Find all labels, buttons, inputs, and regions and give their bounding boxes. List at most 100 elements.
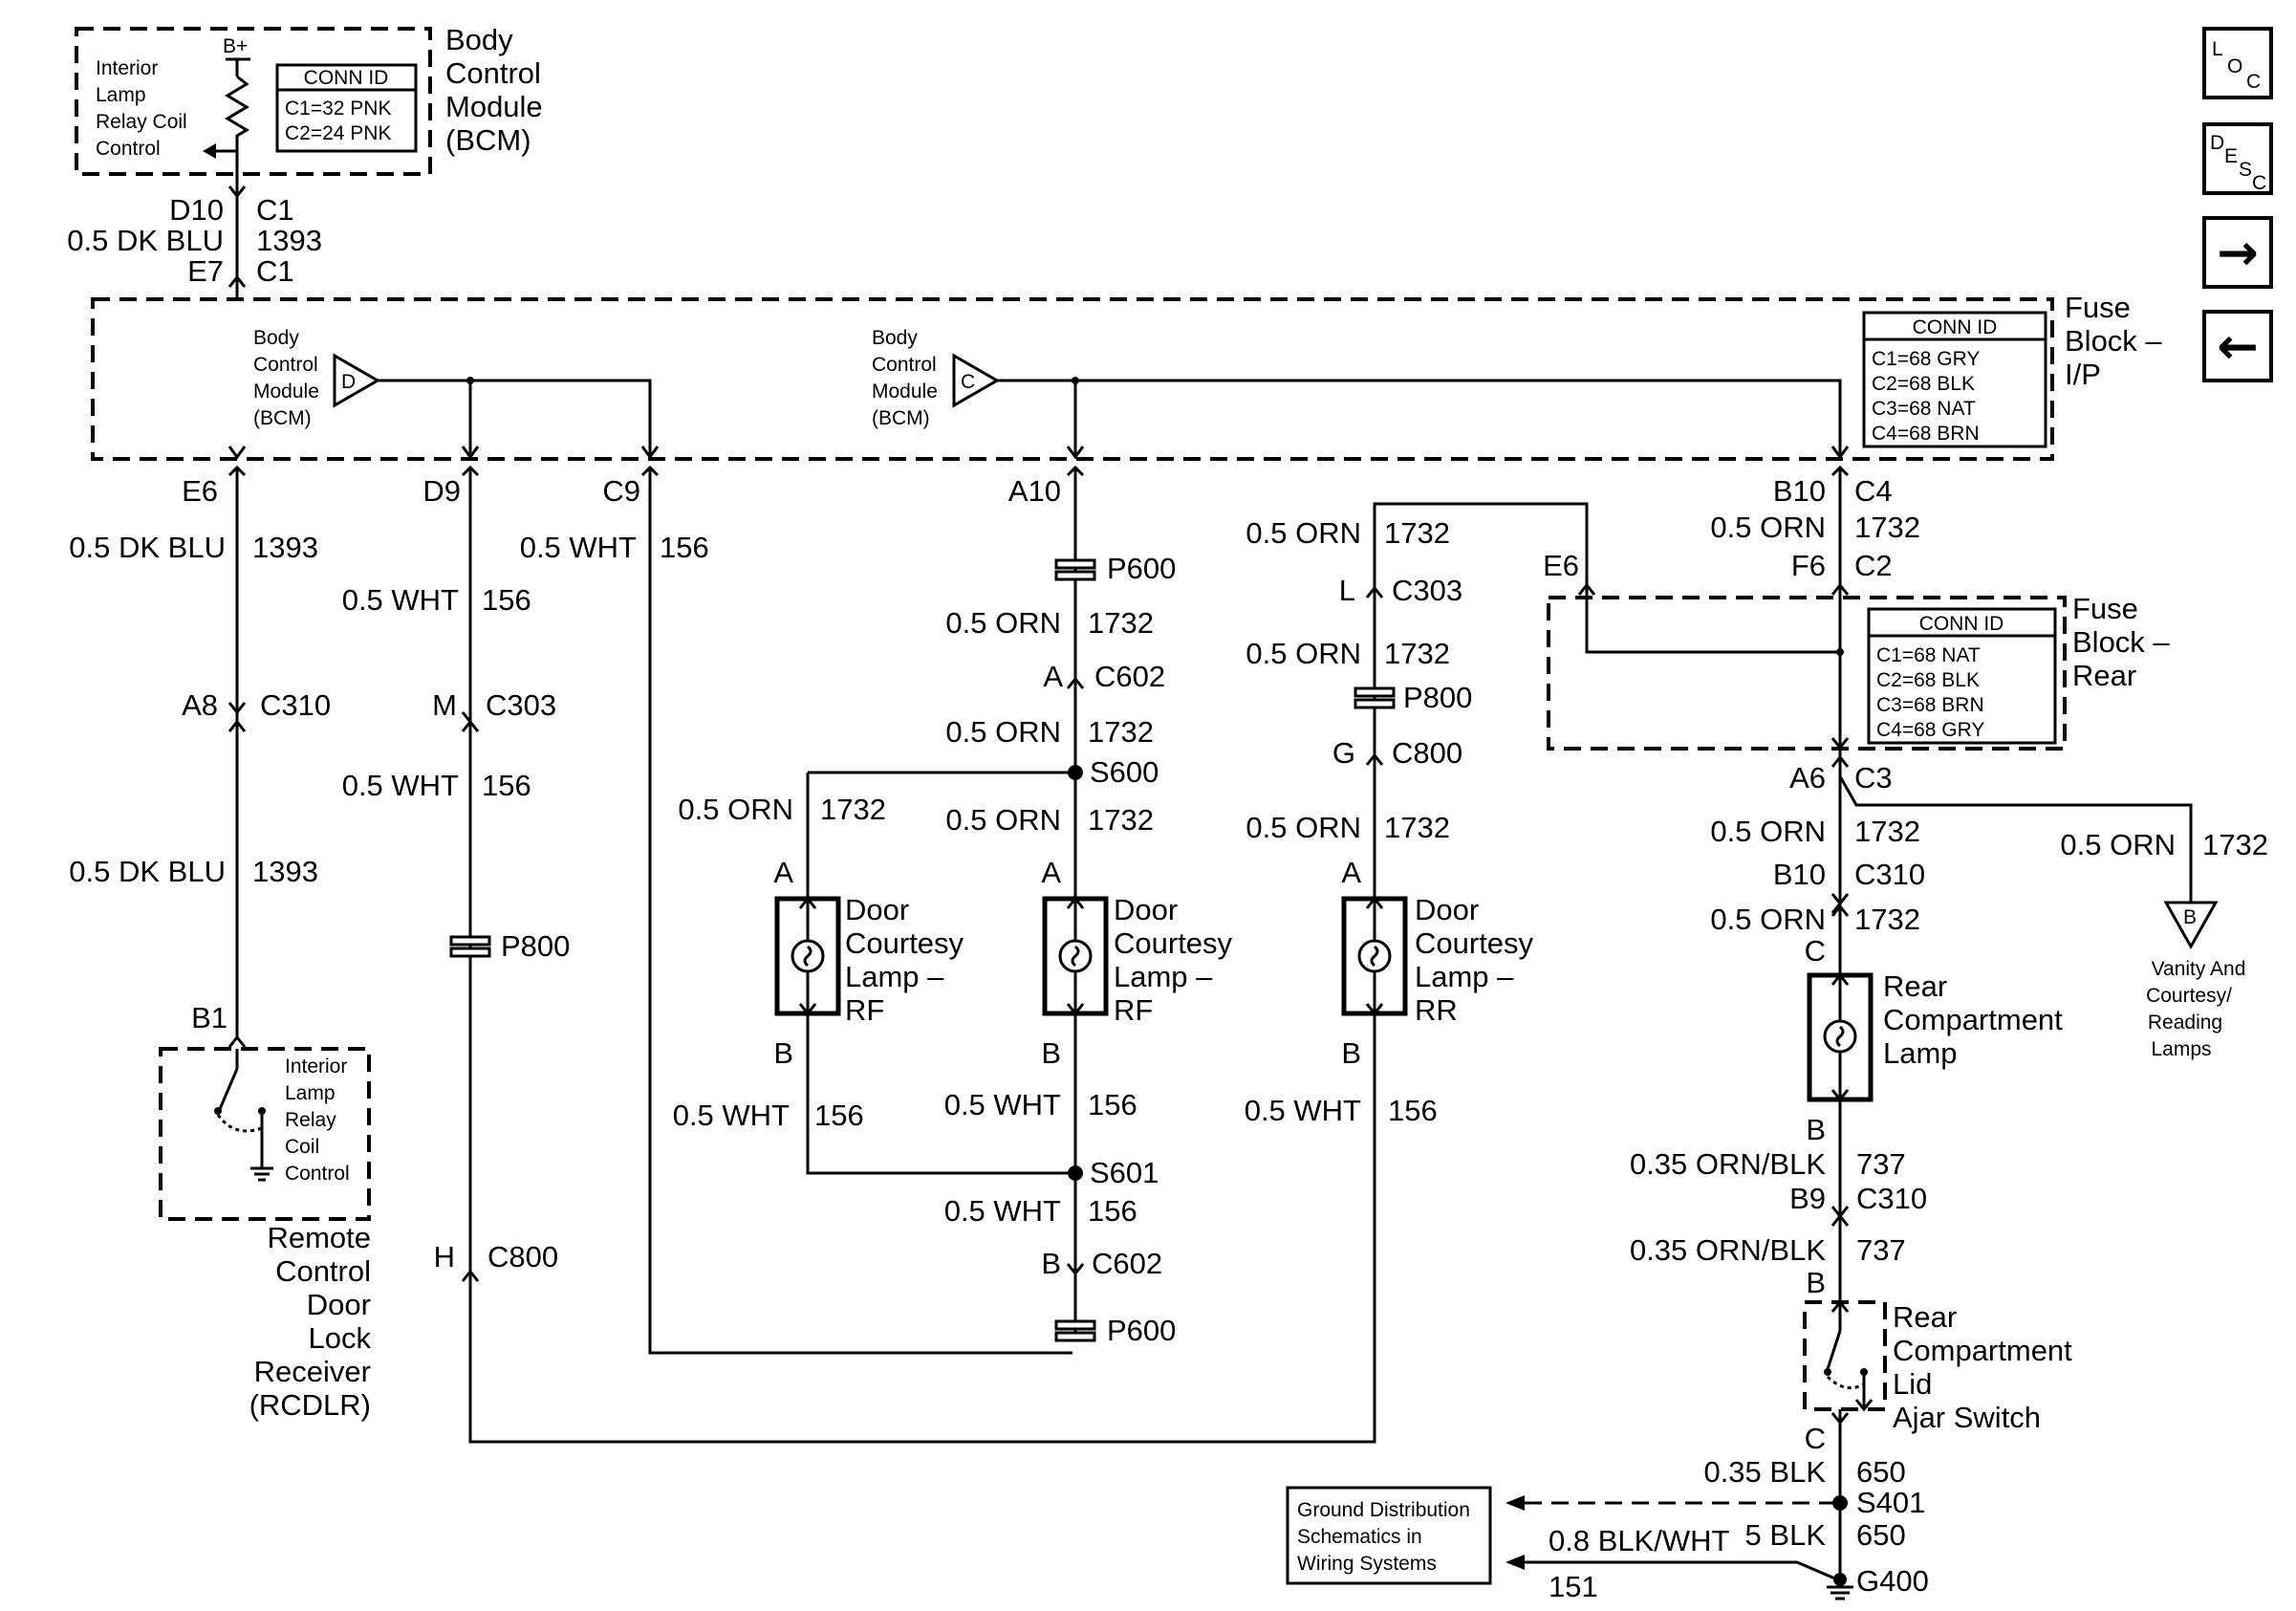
circuit-label: 156 xyxy=(660,531,709,564)
pin-label: M xyxy=(432,688,457,722)
vanity-text: Lamps xyxy=(2151,1038,2211,1060)
circuit-label: 1732 xyxy=(2202,828,2268,861)
fuse-ip-title: Fuse xyxy=(2065,291,2131,324)
splice-label: P800 xyxy=(501,929,570,963)
desc-button[interactable]: D E S C xyxy=(2202,122,2273,195)
bcm-top-component: Interior Lamp Relay Coil Control B+ CONN… xyxy=(75,23,543,191)
splice-pack-icon xyxy=(1054,558,1096,570)
bcm-ref-line: (BCM) xyxy=(872,407,930,429)
conn-label: C602 xyxy=(1094,660,1165,693)
pin-label: L xyxy=(1339,574,1355,607)
conn-id-line: C1=32 PNK xyxy=(285,98,391,120)
rcdlr-title: Door xyxy=(307,1288,371,1321)
bcm-circuit-line: Interior xyxy=(96,57,158,79)
wire-label: 0.5 WHT xyxy=(1245,1094,1361,1127)
prev-button[interactable]: ← xyxy=(2202,310,2273,382)
relay-switch-icon xyxy=(218,1049,239,1110)
wire-label: 0.5 WHT xyxy=(944,1088,1061,1121)
offpage-triangle-icon xyxy=(952,353,1000,408)
switch-name: Lid xyxy=(1893,1367,1932,1401)
bcm-ref-line: Control xyxy=(872,354,937,376)
wire-label: 0.5 ORN xyxy=(1245,637,1361,670)
pin-label: G xyxy=(1332,736,1355,770)
pin-label: A6 xyxy=(1789,761,1826,795)
wire-label: 0.35 ORN/BLK xyxy=(1630,1233,1826,1267)
pin-label: B xyxy=(1806,1266,1826,1299)
circuit-label: 1393 xyxy=(252,531,318,564)
wire-label: 0.5 ORN xyxy=(1710,815,1826,848)
pin-label: B xyxy=(1341,1036,1361,1070)
circuit-label: 650 xyxy=(1856,1455,1906,1489)
bcm-conn-id-box xyxy=(275,63,418,153)
conn-label: C602 xyxy=(1092,1247,1162,1280)
ground-label: G400 xyxy=(1856,1564,1929,1598)
col2-circuit: D9 0.5 WHT 156 M C303 0.5 WHT 156 P800 H… xyxy=(342,468,1376,1444)
circuit-label: 737 xyxy=(1856,1147,1906,1181)
conn-label: C3 xyxy=(1854,761,1893,795)
circuit-label: 1393 xyxy=(256,224,322,257)
pin-label: E7 xyxy=(187,254,224,288)
fuse-rear-title: Fuse xyxy=(2072,592,2138,625)
circuit-label: 1732 xyxy=(1384,516,1450,550)
lamp-name: Lamp – xyxy=(1114,960,1213,993)
conn-id-line: C4=68 GRY xyxy=(1876,719,1984,741)
lamp-name: Courtesy xyxy=(845,926,964,960)
rcdlr-title: Lock xyxy=(309,1321,372,1355)
vanity-text: Vanity And xyxy=(2152,958,2246,980)
rcdlr-component: Interior Lamp Relay Coil Control Remote … xyxy=(159,1047,372,1422)
fuse-rear-title: Block – xyxy=(2072,625,2170,659)
loc-button[interactable]: L O C xyxy=(2202,27,2273,99)
desc-letter: C xyxy=(2252,172,2266,194)
rcdlr-circuit-line: Control xyxy=(285,1163,350,1185)
ground-ref-box xyxy=(1286,1486,1492,1585)
vanity-text: Reading xyxy=(2148,1012,2222,1034)
lamp-name: Rear xyxy=(1883,969,1947,1003)
wire-label: 0.5 WHT xyxy=(342,769,459,802)
col1-circuit: E6 0.5 DK BLU 1393 A8 C310 0.5 DK BLU 13… xyxy=(69,468,331,1048)
conn-id-line: C2=68 BLK xyxy=(1876,669,1980,691)
conn-id-line: C2=68 BLK xyxy=(1872,373,1975,395)
circuit-label: 156 xyxy=(482,583,531,617)
bcm-ref-line: Control xyxy=(253,354,318,376)
splice-dot xyxy=(1068,1165,1083,1181)
lamp-name: RF xyxy=(845,993,884,1027)
bcm-ref-line: Module xyxy=(872,381,938,403)
output-arrow-icon xyxy=(203,143,216,159)
splice-label: S601 xyxy=(1090,1156,1159,1189)
pin-label: A xyxy=(1043,660,1063,693)
ground-icon xyxy=(250,1111,273,1182)
lamp-name: Courtesy xyxy=(1415,926,1534,960)
desc-letter: E xyxy=(2224,145,2238,167)
ground-ref-text: Schematics in xyxy=(1297,1526,1422,1548)
pin-label: D9 xyxy=(422,474,461,508)
conn-label: C303 xyxy=(486,688,556,722)
arrow-left-icon: ← xyxy=(2217,318,2259,376)
ajar-switch-box xyxy=(1803,1300,1887,1411)
wire-label: 0.5 ORN xyxy=(2060,828,2176,861)
wire-label: 0.5 ORN xyxy=(945,715,1061,749)
loc-letter: O xyxy=(2227,55,2242,77)
next-button[interactable]: → xyxy=(2202,216,2273,289)
lamp-name: RR xyxy=(1415,993,1458,1027)
switch-icon xyxy=(1826,1299,1850,1370)
circuit-label: 1732 xyxy=(1854,903,1920,936)
lamp-name: Courtesy xyxy=(1114,926,1233,960)
rcdlr-circuit-line: Interior xyxy=(285,1056,347,1078)
lamp-name: Lamp xyxy=(1883,1036,1958,1070)
fuse-ip-title: Block – xyxy=(2065,324,2162,358)
switch-name: Rear xyxy=(1893,1300,1957,1334)
bcm-circuit-line: Relay Coil xyxy=(96,111,187,133)
pin-label: E6 xyxy=(182,474,218,508)
pin-label: C9 xyxy=(602,474,640,508)
bcm-title-line: (BCM) xyxy=(445,123,531,157)
splice-label: P600 xyxy=(1107,1314,1176,1347)
circuit-label: 737 xyxy=(1856,1233,1906,1267)
fuse-block-ip: Body Control Module (BCM) D Body Control… xyxy=(91,291,2162,461)
ref-letter: D xyxy=(341,371,356,393)
rcdlr-title: Control xyxy=(275,1254,371,1288)
conn-id-line: C1=68 NAT xyxy=(1876,644,1981,666)
col5-circuit: 0.5 ORN 1732 L C303 0.5 ORN 1732 P800 G … xyxy=(1245,502,1589,1127)
pin-label: A xyxy=(1341,856,1361,889)
wire-label: 0.5 DK BLU xyxy=(69,855,226,888)
